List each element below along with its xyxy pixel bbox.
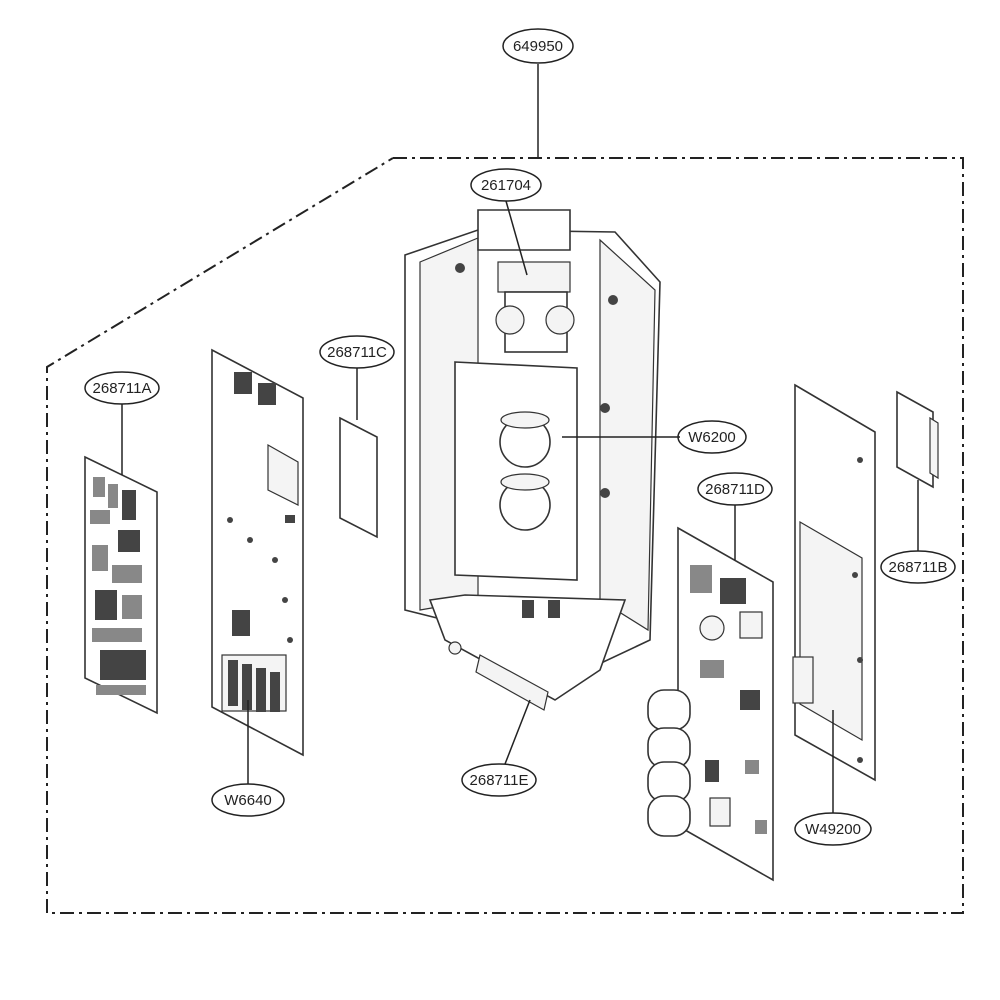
- callout-label: 268711B: [889, 559, 948, 576]
- callout-label: W49200: [805, 821, 861, 838]
- plate-268711b: [896, 390, 939, 489]
- plate-268711c: [339, 416, 378, 539]
- leader-lines: [121, 64, 919, 813]
- pcb-268711a: [84, 455, 158, 715]
- callout-label: 268711A: [93, 380, 152, 397]
- callout-label: W6640: [224, 792, 272, 809]
- callout-268711e: 268711E: [461, 763, 537, 797]
- connector-block: [221, 654, 287, 712]
- callout-label: W6200: [688, 429, 736, 446]
- electrolytic-capacitors: [647, 689, 691, 837]
- plate-w49200: [792, 383, 876, 782]
- callout-268711b: 268711B: [880, 550, 956, 584]
- callout-649950: 649950: [502, 28, 574, 64]
- callout-label: 268711E: [470, 772, 529, 789]
- main-chassis: [404, 209, 661, 711]
- transformer-261704: [495, 261, 575, 353]
- pcb-268711d: [647, 526, 774, 882]
- callout-268711a: 268711A: [84, 371, 160, 405]
- plate-w6640: [211, 348, 304, 757]
- callout-label: 649950: [513, 38, 563, 55]
- callout-w49200: W49200: [794, 812, 872, 846]
- assembly-boundary: [46, 157, 964, 914]
- callout-w6200: W6200: [677, 420, 747, 454]
- callout-268711d: 268711D: [697, 472, 773, 506]
- callout-w6640: W6640: [211, 783, 285, 817]
- callout-label: 261704: [481, 177, 531, 194]
- callout-261704: 261704: [470, 168, 542, 202]
- callout-label: 268711C: [327, 344, 387, 361]
- front-panel-w6200: [454, 361, 578, 581]
- callout-268711c: 268711C: [319, 335, 395, 369]
- callout-label: 268711D: [705, 481, 765, 498]
